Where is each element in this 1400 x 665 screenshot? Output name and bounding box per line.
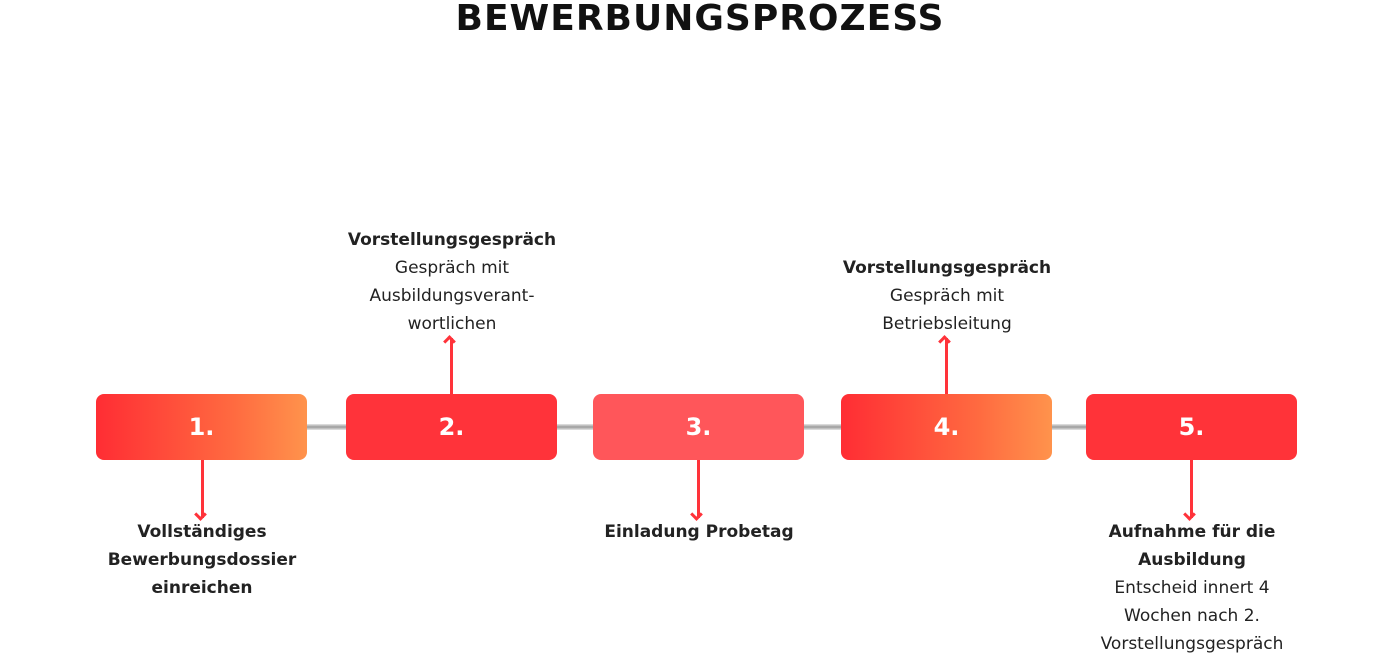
connector-2-3 <box>555 424 595 430</box>
step-4-desc-line2: Betriebsleitung <box>882 314 1012 334</box>
step-box-4: 4. <box>841 394 1052 460</box>
step-5-desc-line3: Vorstellungsgespräch <box>1100 634 1284 654</box>
step-5-desc-line2: Wochen nach 2. <box>1124 606 1260 626</box>
arrow-down-icon <box>697 460 700 518</box>
step-1-heading-line2: Bewerbungsdossier <box>107 550 297 570</box>
step-1-heading-line3: einreichen <box>151 578 253 598</box>
connector-1-2 <box>306 424 348 430</box>
step-5-heading-line2: Ausbildung <box>1138 550 1246 570</box>
step-2-desc-line2: Ausbildungsverant- <box>369 286 535 306</box>
step-5-heading-line1: Aufnahme für die <box>1108 522 1276 542</box>
step-2-desc-line1: Gespräch mit <box>394 258 510 278</box>
step-2-heading: Vorstellungsgespräch <box>347 230 557 250</box>
step-number-3: 3. <box>685 413 712 441</box>
step-4-label: Vorstellungsgespräch Gespräch mit Betrie… <box>817 254 1077 338</box>
connector-3-4 <box>803 424 843 430</box>
page-title: BEWERBUNGSPROZESS <box>455 0 945 39</box>
step-2-desc-line3: wortlichen <box>407 314 497 334</box>
step-number-5: 5. <box>1178 413 1205 441</box>
step-number-1: 1. <box>188 413 215 441</box>
step-1-heading-line1: Vollständiges <box>137 522 267 542</box>
step-4-desc-line1: Gespräch mit <box>889 286 1005 306</box>
step-1-label: Vollständiges Bewerbungsdossier einreich… <box>72 518 332 602</box>
step-5-label: Aufnahme für die Ausbildung Entscheid in… <box>1062 518 1322 658</box>
arrow-down-icon <box>201 460 204 518</box>
step-box-1: 1. <box>96 394 307 460</box>
arrow-up-icon <box>945 338 948 394</box>
arrow-down-icon <box>1190 460 1193 518</box>
arrow-up-icon <box>450 338 453 394</box>
step-4-heading: Vorstellungsgespräch <box>842 258 1052 278</box>
step-2-label: Vorstellungsgespräch Gespräch mit Ausbil… <box>322 226 582 338</box>
step-number-2: 2. <box>438 413 465 441</box>
step-3-heading: Einladung Probetag <box>604 522 794 542</box>
step-3-label: Einladung Probetag <box>569 518 829 546</box>
step-5-desc-line1: Entscheid innert 4 <box>1114 578 1270 598</box>
step-box-2: 2. <box>346 394 557 460</box>
step-box-3: 3. <box>593 394 804 460</box>
step-number-4: 4. <box>933 413 960 441</box>
step-box-5: 5. <box>1086 394 1297 460</box>
connector-4-5 <box>1050 424 1088 430</box>
